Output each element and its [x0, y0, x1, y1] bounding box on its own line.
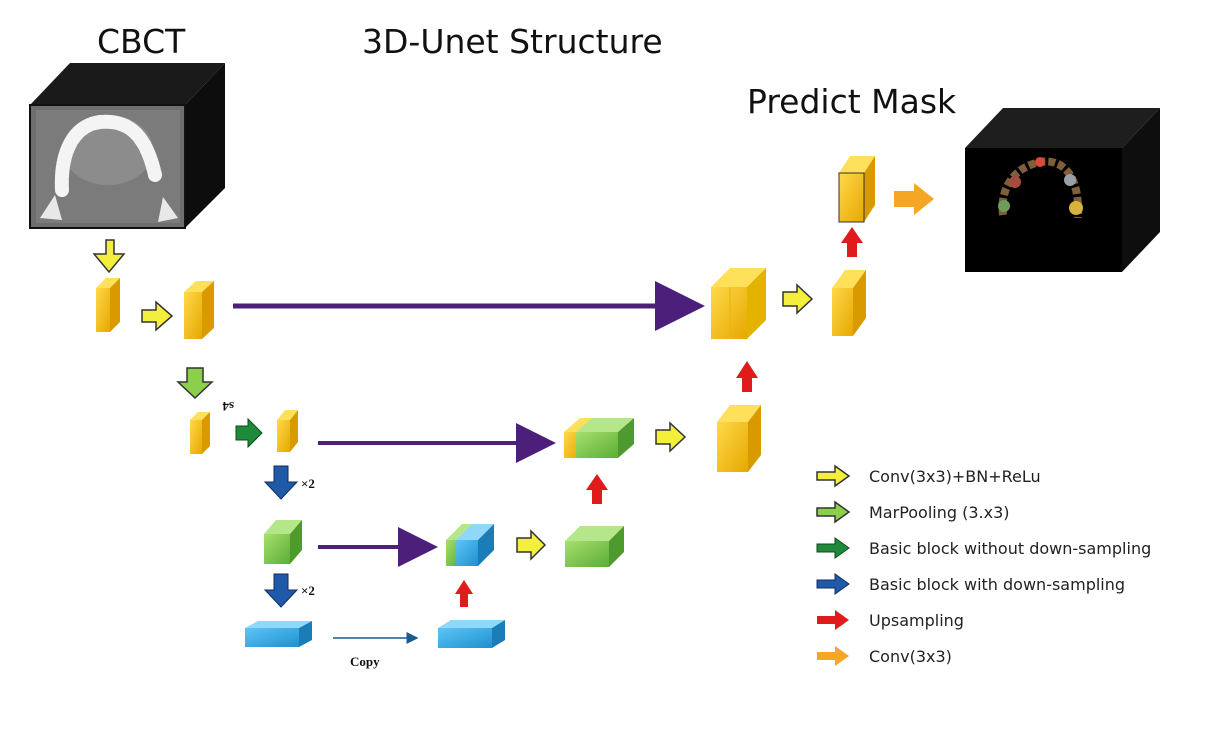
legend-label: Upsampling	[869, 611, 964, 630]
legend-label: Basic block with down-sampling	[869, 575, 1126, 594]
legend-label: Basic block without down-sampling	[869, 539, 1152, 558]
downsample-arrow-icon	[263, 465, 299, 500]
decoder-block-2	[717, 405, 761, 472]
arrow-outline-icon	[816, 464, 851, 488]
arrow-orange-icon	[817, 646, 849, 666]
upsample-arrow-icon	[841, 227, 863, 257]
conv-bn-relu-arrow-icon	[92, 239, 126, 274]
decoder-concat-block-1	[711, 268, 766, 339]
upsample-arrow-icon	[455, 580, 473, 607]
decoder-block-3	[565, 526, 624, 567]
unet-structure-title: 3D-Unet Structure	[362, 22, 663, 61]
downsample-times2-label-b: ×2	[301, 583, 315, 598]
upsample-arrow-icon	[586, 474, 608, 504]
encoder-block-3	[264, 520, 302, 564]
arrow-red-icon	[817, 610, 849, 630]
encoder-block-1a	[96, 278, 120, 332]
arrow-darkgreen-icon	[816, 537, 850, 559]
basic-block-arrow-icon	[235, 417, 263, 449]
encoder-block-1b	[184, 281, 214, 339]
encoder-block-2b	[277, 410, 298, 452]
cbct-input-volume	[29, 63, 225, 229]
legend-label: Conv(3x3)+BN+ReLu	[869, 467, 1041, 486]
decoder-concat-block-2	[564, 418, 634, 458]
maxpool-arrow-icon	[176, 367, 214, 400]
conv-bn-relu-arrow-icon	[141, 300, 174, 332]
output-block	[838, 156, 875, 223]
decoder-concat-block-3	[446, 524, 494, 566]
arrow-blue-icon	[816, 573, 850, 595]
upsample-arrow-icon	[736, 361, 758, 392]
predict-mask-title: Predict Mask	[747, 82, 957, 121]
cbct-title: CBCT	[97, 22, 186, 61]
downsample-arrow-icon	[263, 573, 299, 608]
decoder-block-1	[832, 270, 866, 336]
bottleneck-block	[245, 621, 312, 647]
conv-bn-relu-arrow-icon	[782, 283, 814, 315]
copy-label: Copy	[350, 654, 380, 669]
conv-bn-relu-arrow-icon	[655, 421, 687, 453]
stride-label: s4	[222, 399, 234, 414]
decoder-block-bottom	[438, 620, 505, 648]
legend-label: Conv(3x3)	[869, 647, 952, 666]
legend-label: MarPooling (3.x3)	[869, 503, 1010, 522]
arrow-green-icon	[816, 500, 851, 524]
encoder-block-2a	[190, 412, 210, 454]
conv-bn-relu-arrow-icon	[516, 529, 547, 561]
downsample-times2-label-a: ×2	[301, 476, 315, 491]
predict-mask-volume	[965, 108, 1160, 272]
conv-output-arrow-icon	[894, 183, 934, 215]
